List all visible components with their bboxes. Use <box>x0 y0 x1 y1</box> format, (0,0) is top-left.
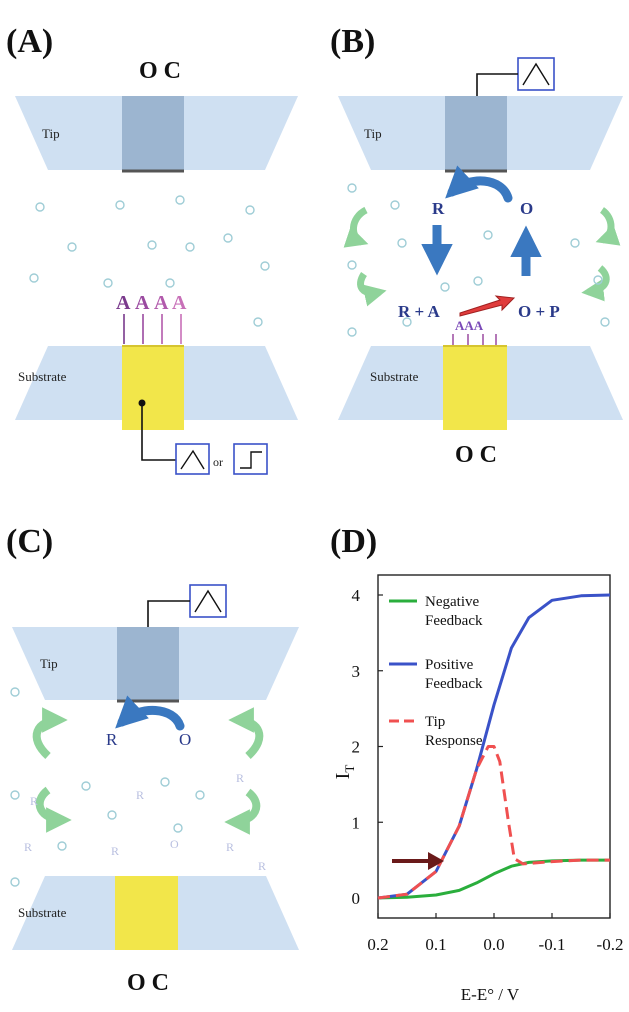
panel-a: (A) O C Tip A A A A <box>6 23 298 475</box>
scattered-species: R R R R R R R O <box>24 771 266 873</box>
tip-label: Tip <box>42 126 60 141</box>
curved-arrow-icon <box>445 165 513 203</box>
legend-label: Positive <box>425 657 474 673</box>
o-plus-p-label: O + P <box>518 302 560 321</box>
reaction-arrow-icon <box>459 295 516 317</box>
feedback-arrow-icon <box>35 786 72 833</box>
species-a: A <box>172 292 187 314</box>
tip-core <box>445 96 507 170</box>
or-label: or <box>213 455 223 469</box>
x-tick-label: 0.0 <box>483 935 504 954</box>
feedback-arrow-icon <box>595 207 621 246</box>
scatter-species-r: R <box>136 788 144 802</box>
panel-b-oc-label: O C <box>455 442 497 468</box>
redox-species <box>347 183 610 337</box>
scatter-species-r: R <box>226 840 234 854</box>
species-o: O <box>520 199 533 218</box>
tip-core <box>117 627 179 700</box>
adsorbed-species: AAA <box>455 318 484 333</box>
adsorbate-species: A A A A <box>116 292 187 344</box>
panel-a-label: (A) <box>6 23 53 60</box>
species-r: R <box>432 199 445 218</box>
substrate-core <box>443 346 507 430</box>
panel-b: (B) Tip R O R + A O + P AAA <box>330 23 623 468</box>
feedback-arrow-icon <box>32 707 68 759</box>
species-a: A <box>135 292 150 314</box>
curved-arrow-icon <box>115 695 185 731</box>
scatter-species-r: R <box>111 844 119 858</box>
substrate-core <box>122 346 184 430</box>
panel-c-label: (C) <box>6 523 53 560</box>
redox-species <box>29 195 270 327</box>
feedback-arrow-icon <box>228 707 264 759</box>
x-tick-label: 0.2 <box>367 935 388 954</box>
panel-d: (D) 0.2 0.1 0.0 -0.1 -0.2 0 1 2 3 4E-E° / V IT Nega… <box>330 523 623 1004</box>
substrate-label: Substrate <box>18 905 67 920</box>
feedback-arrow-icon <box>224 788 261 835</box>
legend-label: Tip <box>425 714 445 730</box>
series-line-positive-feedback <box>377 593 611 900</box>
pointer-arrow-head-icon <box>428 852 444 870</box>
feedback-arrow-icon <box>581 265 610 302</box>
species-a: A <box>116 292 131 314</box>
series-line-negative-feedback <box>377 858 610 900</box>
tip-label: Tip <box>40 656 58 671</box>
x-tick-label: 0.1 <box>425 935 446 954</box>
panel-a-oc-label: O C <box>139 58 181 84</box>
series-line-tip-response <box>377 745 610 900</box>
tip-label: Tip <box>364 126 382 141</box>
y-axis-label: IT <box>332 765 357 780</box>
panel-d-label: (D) <box>330 523 377 560</box>
substrate-label: Substrate <box>18 369 67 384</box>
panel-b-label: (B) <box>330 23 375 60</box>
y-tick-label: 4 <box>352 586 361 605</box>
legend-label: Feedback <box>425 676 483 692</box>
substrate-core <box>115 876 178 950</box>
legend-label: Feedback <box>425 613 483 629</box>
redox-species <box>10 687 205 887</box>
substrate-label: Substrate <box>370 369 419 384</box>
y-tick-label: 0 <box>352 889 361 908</box>
y-tick-label: 1 <box>352 813 361 832</box>
x-axis-label: E-E° / V <box>461 985 520 1004</box>
y-tick-label: 2 <box>352 738 361 757</box>
r-plus-a-label: R + A <box>398 302 441 321</box>
feedback-arrow-icon <box>357 272 387 307</box>
triangle-waveform-icon <box>175 443 210 475</box>
scatter-species-r: R <box>258 859 266 873</box>
scatter-species-r: R <box>24 840 32 854</box>
scatter-species-r: R <box>30 794 38 808</box>
species-a: A <box>154 292 169 314</box>
legend-label: Negative <box>425 594 479 610</box>
legend-label: Response <box>425 733 483 749</box>
tip-core <box>122 96 184 170</box>
scatter-species-r: R <box>236 771 244 785</box>
x-tick-label: -0.1 <box>539 935 566 954</box>
scatter-species-o: O <box>170 837 179 851</box>
feedback-arrow-icon <box>343 206 369 248</box>
x-tick-label: -0.2 <box>597 935 624 954</box>
species-o: O <box>179 730 191 749</box>
panel-c: (C) Tip R O R R R R R R R <box>6 523 299 996</box>
y-tick-label: 3 <box>352 662 361 681</box>
feedback-chart: 0.2 0.1 0.0 -0.1 -0.2 0 1 2 3 4E-E° / V IT Negative… <box>332 574 624 1004</box>
connection-wire <box>141 403 176 461</box>
species-r: R <box>106 730 118 749</box>
panel-c-oc-label: O C <box>127 970 169 996</box>
